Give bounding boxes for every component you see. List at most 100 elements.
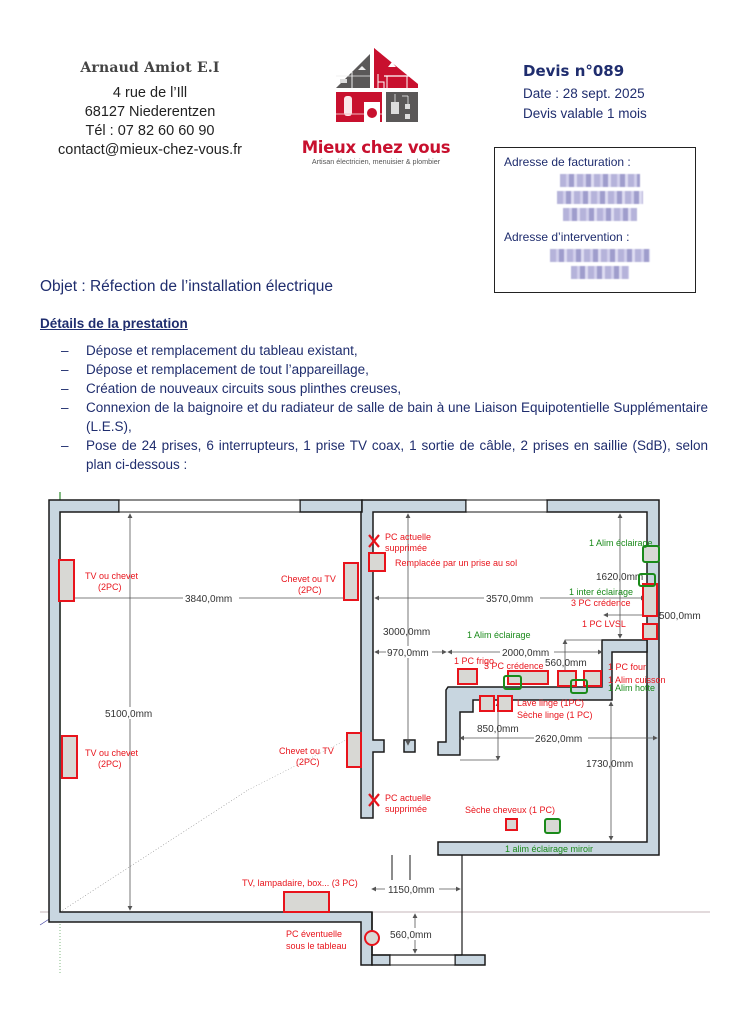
label: PC éventuelle [286, 929, 342, 939]
details-list: Dépose et remplacement du tableau exista… [61, 341, 708, 474]
label: (2PC) [296, 757, 320, 767]
quote-validity: Devis valable 1 mois [523, 106, 647, 121]
wall-entry-left [371, 954, 391, 966]
company-address-line1: 4 rue de l’Ill [112, 85, 188, 101]
label: 1 alim éclairage miroir [505, 844, 593, 854]
socket-chevet-tv-bottom [346, 732, 362, 768]
dimension-1620: 1620,0mm [596, 572, 643, 583]
dimension-1150: 1150,0mm [388, 885, 435, 896]
label-bg [534, 732, 588, 744]
brand-tagline: Artisan électricien, menuisier & plombie… [311, 157, 441, 166]
billing-address-redacted-line [559, 174, 640, 187]
label: TV ou chevet [85, 748, 139, 758]
brand-name: Mieux chez vous [301, 138, 451, 157]
lighting-supply-top [642, 545, 660, 563]
label: supprimée [385, 543, 427, 553]
intervention-address-label: Adresse d’intervention : [504, 230, 630, 244]
company-address-line2: 68127 Niederentzen [84, 104, 216, 120]
dimension-560-kitchen: 560,0mm [545, 658, 587, 669]
billing-address-label: Adresse de facturation : [504, 155, 631, 169]
socket-eventuelle [364, 930, 380, 946]
dimension-500: 500,0mm [659, 611, 701, 622]
company-name: Arnaud Amiot E.I [80, 60, 220, 76]
address-box: Adresse de facturation : Adresse d’inter… [494, 147, 696, 293]
dimension-1730: 1730,0mm [586, 759, 633, 770]
close-x-icon [368, 534, 380, 548]
company-phone: Tél : 07 82 60 60 90 [85, 123, 215, 139]
floor-plan: 3840,0mm 5100,0mm 3570,0mm 3000,0mm 970,… [39, 492, 710, 975]
socket-floor-replacement [368, 552, 386, 572]
label: (2PC) [298, 585, 322, 595]
label-bg [388, 928, 440, 940]
socket-four [557, 670, 577, 687]
guide-line [247, 739, 347, 791]
quote-date: Date : 28 sept. 2025 [523, 86, 645, 101]
socket-credence-mid [507, 670, 549, 685]
mirror-lighting-supply [544, 818, 561, 834]
red-sockets [58, 552, 658, 946]
intervention-address-redacted-line [570, 266, 629, 279]
window-top-right [465, 499, 548, 513]
label: 1 Alim éclairage [589, 538, 653, 548]
label: 1 PC frigo [454, 656, 494, 666]
socket-tv-chevet-bottom [61, 735, 78, 779]
dimension-850: 850,0mm [477, 724, 519, 735]
dimension-560-entry: 560,0mm [390, 930, 432, 941]
label: 3 PC crédence [571, 598, 631, 608]
label: TV ou chevet [85, 571, 139, 581]
dimension-labels: 3840,0mm 5100,0mm 3570,0mm 3000,0mm 970,… [104, 572, 701, 941]
wall-stub [403, 739, 416, 753]
label: PC actuelle [385, 793, 431, 803]
wall-top-mid [299, 499, 363, 513]
house-logo-icon [336, 48, 418, 122]
billing-address-redacted-line [556, 191, 643, 204]
label: Chevet ou TV [279, 746, 334, 756]
quote-number: Devis n°089 [523, 62, 625, 80]
label: 1 Alim hotte [608, 683, 655, 693]
label: sous le tableau [286, 941, 347, 951]
label: Sèche linge (1 PC) [517, 710, 593, 720]
dimension-2620: 2620,0mm [535, 734, 582, 745]
label: 1 inter éclairage [569, 587, 633, 597]
socket-lvsl [642, 623, 658, 640]
removed-socket-marks [368, 534, 380, 807]
wall-kitchen [437, 639, 648, 756]
billing-address-redacted-line [562, 208, 637, 221]
guide-line [59, 789, 249, 913]
details-item: Pose de 24 prises, 6 interrupteurs, 1 pr… [61, 436, 708, 474]
socket-tv-chevet-top [58, 559, 75, 602]
dimension-3000: 3000,0mm [383, 627, 430, 638]
socket-chevet-tv-top [343, 562, 359, 601]
lighting-supply-kitchen [503, 675, 522, 690]
dimension-970: 970,0mm [387, 648, 429, 659]
wall-right [437, 499, 660, 856]
socket-seche-linge [497, 695, 513, 712]
company-info: Arnaud Amiot E.I 4 rue de l’Ill 68127 Ni… [30, 60, 270, 160]
red-labels: TV ou chevet (2PC) Chevet ou TV (2PC) TV… [85, 532, 666, 951]
dimension-3840: 3840,0mm [185, 594, 232, 605]
label: 1 PC four [608, 662, 646, 672]
socket-credence-right [642, 583, 658, 617]
label-bg [386, 646, 432, 658]
label: 3 PC crédence [484, 661, 544, 671]
label: 1 PC LVSL [582, 619, 626, 629]
socket-seche-cheveux [505, 818, 518, 831]
label: TV, lampadaire, box... (3 PC) [242, 878, 358, 888]
label-bg [183, 592, 239, 604]
label: supprimée [385, 804, 427, 814]
entry-door [389, 954, 456, 966]
green-labels: 1 Alim éclairage 1 inter éclairage 1 Ali… [467, 538, 655, 854]
label: 1 Alim cuisson [608, 675, 666, 685]
label-bg [500, 646, 554, 658]
company-email[interactable]: contact@mieux-chez-vous.fr [58, 142, 242, 158]
socket-frigo [457, 668, 478, 685]
label-bg [104, 707, 158, 719]
close-x-icon [368, 793, 380, 807]
label: Chevet ou TV [281, 574, 336, 584]
label: Lave linge (1PC) [517, 698, 584, 708]
details-item: Connexion de la baignoire et du radiateu… [61, 398, 708, 436]
hood-supply [570, 679, 588, 694]
label: Remplacée par un prise au sol [395, 558, 517, 568]
light-switch [638, 573, 656, 587]
label: PC actuelle [385, 532, 431, 542]
